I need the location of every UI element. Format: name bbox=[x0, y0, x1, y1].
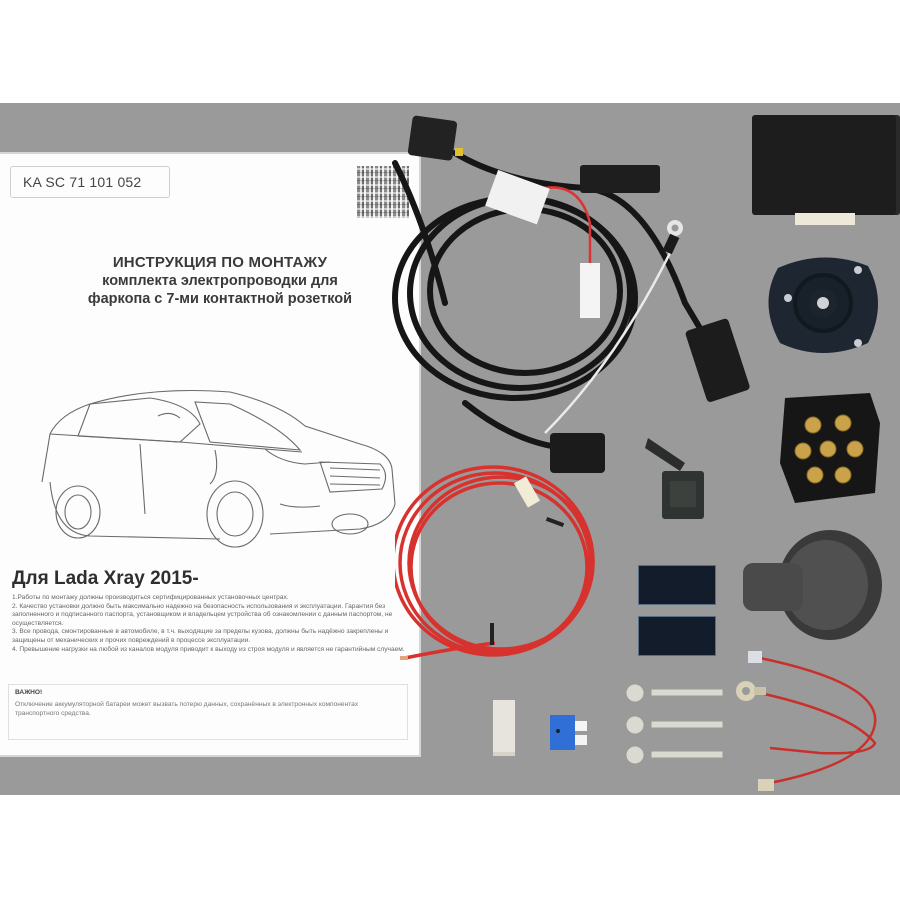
rule-3: 3. Все провода, смонтированные в автомоб… bbox=[12, 628, 389, 644]
rule-1: 1.Работы по монтажу должны производиться… bbox=[12, 594, 289, 601]
rule-4: 4. Превышение нагрузки на любой из канал… bbox=[12, 645, 405, 653]
product-photo: KA SC 71 101 052 ИНСТРУКЦИЯ ПО МОНТАЖУ к… bbox=[0, 103, 900, 795]
booklet-title: ИНСТРУКЦИЯ ПО МОНТАЖУ комплекта электроп… bbox=[40, 254, 400, 308]
rules-list: 1.Работы по монтажу должны производиться… bbox=[12, 594, 407, 654]
vehicle-model: Для Lada Xray 2015- bbox=[12, 568, 199, 589]
bolts-icon bbox=[625, 683, 724, 765]
socket-gasket-icon bbox=[768, 257, 878, 353]
car-drawing-icon bbox=[41, 389, 396, 548]
note-title: ВАЖНО! bbox=[15, 689, 43, 696]
socket-cover-icon bbox=[743, 530, 882, 640]
red-power-cable-icon bbox=[395, 465, 595, 660]
fuse-holder-icon bbox=[645, 438, 704, 519]
velcro-pad-1 bbox=[638, 565, 716, 605]
article-code: KA SC 71 101 052 bbox=[10, 166, 170, 198]
rule-2: 2. Качество установки должно быть максим… bbox=[12, 602, 393, 627]
title-line-1: ИНСТРУКЦИЯ ПО МОНТАЖУ bbox=[112, 254, 328, 271]
important-note: ВАЖНО! Отключение аккумуляторной батареи… bbox=[8, 684, 408, 740]
socket-base-7pin-icon bbox=[780, 393, 880, 503]
title-line-3: фаркопа с 7-ми контактной розеткой bbox=[87, 291, 353, 307]
title-line-2: комплекта электропроводки для bbox=[102, 273, 338, 289]
module-connector bbox=[795, 213, 855, 225]
control-module bbox=[752, 115, 900, 215]
white-clip bbox=[493, 700, 515, 756]
jumper-wires-icon bbox=[736, 651, 877, 791]
wiring-harness-icon bbox=[392, 115, 750, 473]
velcro-pad-2 bbox=[638, 616, 716, 656]
blue-fuse-icon bbox=[550, 715, 587, 750]
note-text: Отключение аккумуляторной батареи может … bbox=[15, 701, 359, 717]
instruction-booklet: KA SC 71 101 052 ИНСТРУКЦИЯ ПО МОНТАЖУ к… bbox=[0, 152, 421, 757]
